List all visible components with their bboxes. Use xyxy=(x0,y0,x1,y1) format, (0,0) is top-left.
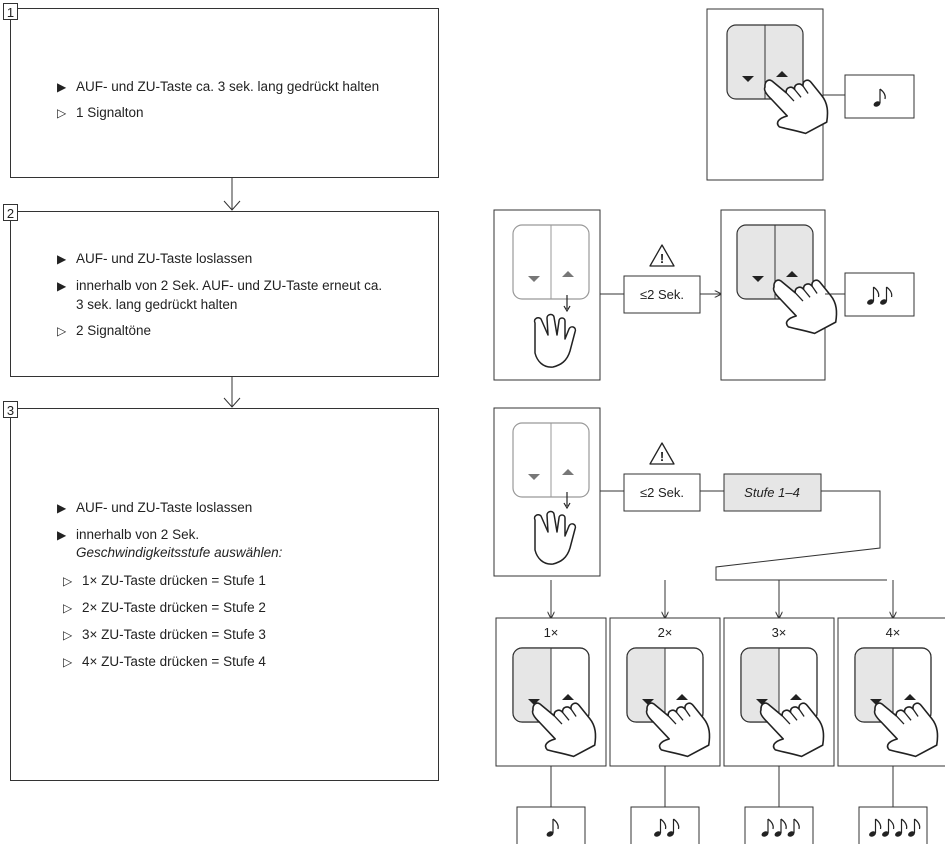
bullet-outline-icon: ▷ xyxy=(57,324,67,338)
bullet-filled-icon: ▶ xyxy=(57,279,67,293)
bullet-filled-icon: ▶ xyxy=(57,501,67,515)
step-2-item-2: ▶innerhalb von 2 Sek. AUF- und ZU-Taste … xyxy=(57,276,382,296)
svg-text:!: ! xyxy=(660,251,664,266)
tone-box xyxy=(516,806,586,844)
step-3-item-7: ▷4× ZU-Taste drücken = Stufe 4 xyxy=(63,652,266,672)
speed-level-label: Stufe 1–4 xyxy=(744,485,800,500)
bullet-filled-icon: ▶ xyxy=(57,528,67,542)
wait-label-step-2: ≤2 Sek. xyxy=(640,287,684,302)
distribution-connector xyxy=(715,490,887,581)
svg-text:!: ! xyxy=(660,449,664,464)
step-1-item-2: ▷1 Signalton xyxy=(57,103,144,123)
step-2-item-1: ▶AUF- und ZU-Taste loslassen xyxy=(57,249,252,269)
bullet-filled-icon: ▶ xyxy=(57,80,67,94)
step-2-number: 2 xyxy=(3,204,18,221)
switch-released-icon xyxy=(512,422,590,498)
step-3-box xyxy=(10,408,439,781)
press-count-label: 3× xyxy=(772,625,787,640)
bullet-outline-icon: ▷ xyxy=(57,106,67,120)
step-3-item-5: ▷2× ZU-Taste drücken = Stufe 2 xyxy=(63,598,266,618)
press-panels: 1× 2× 3× 4× xyxy=(495,617,945,844)
step-3-item-4: ▷1× ZU-Taste drücken = Stufe 1 xyxy=(63,571,266,591)
tone-box xyxy=(744,806,814,844)
step-3-item-2: ▶innerhalb von 2 Sek. xyxy=(57,525,199,545)
bullet-outline-icon: ▷ xyxy=(63,655,73,669)
press-count-label: 2× xyxy=(658,625,673,640)
bullet-filled-icon: ▶ xyxy=(57,252,67,266)
step-3-item-1: ▶AUF- und ZU-Taste loslassen xyxy=(57,498,252,518)
warning-icon: ! xyxy=(649,244,675,267)
press-count-label: 1× xyxy=(544,625,559,640)
speed-level-box xyxy=(723,473,822,512)
press-count-label: 4× xyxy=(886,625,901,640)
tone-box-step-2 xyxy=(844,272,915,317)
press-panel-4: 4× xyxy=(837,617,945,844)
wait-label-step-3: ≤2 Sek. xyxy=(640,485,684,500)
bullet-outline-icon: ▷ xyxy=(63,574,73,588)
step-1-item-1: ▶AUF- und ZU-Taste ca. 3 sek. lang gedrü… xyxy=(57,77,379,97)
press-panel-2: 2× xyxy=(609,617,721,844)
bullet-outline-icon: ▷ xyxy=(63,601,73,615)
press-panel-3: 3× xyxy=(723,617,835,844)
step-2-box xyxy=(10,211,439,377)
press-arrows xyxy=(551,580,893,618)
step-2-item-3: 3 sek. lang gedrückt halten xyxy=(76,297,238,312)
step-2-item-4: ▷2 Signaltöne xyxy=(57,321,151,341)
wait-box-step-3 xyxy=(623,473,701,512)
switch-released-icon xyxy=(512,224,590,300)
step-1-number: 1 xyxy=(3,3,18,20)
step-3-item-6: ▷3× ZU-Taste drücken = Stufe 3 xyxy=(63,625,266,645)
warning-icon: ! xyxy=(649,442,675,465)
press-panel-1: 1× xyxy=(495,617,607,844)
step-3-number: 3 xyxy=(3,401,18,418)
step-3-item-3: Geschwindigkeitsstufe auswählen: xyxy=(76,545,283,560)
bullet-outline-icon: ▷ xyxy=(63,628,73,642)
step-1-box xyxy=(10,8,439,178)
